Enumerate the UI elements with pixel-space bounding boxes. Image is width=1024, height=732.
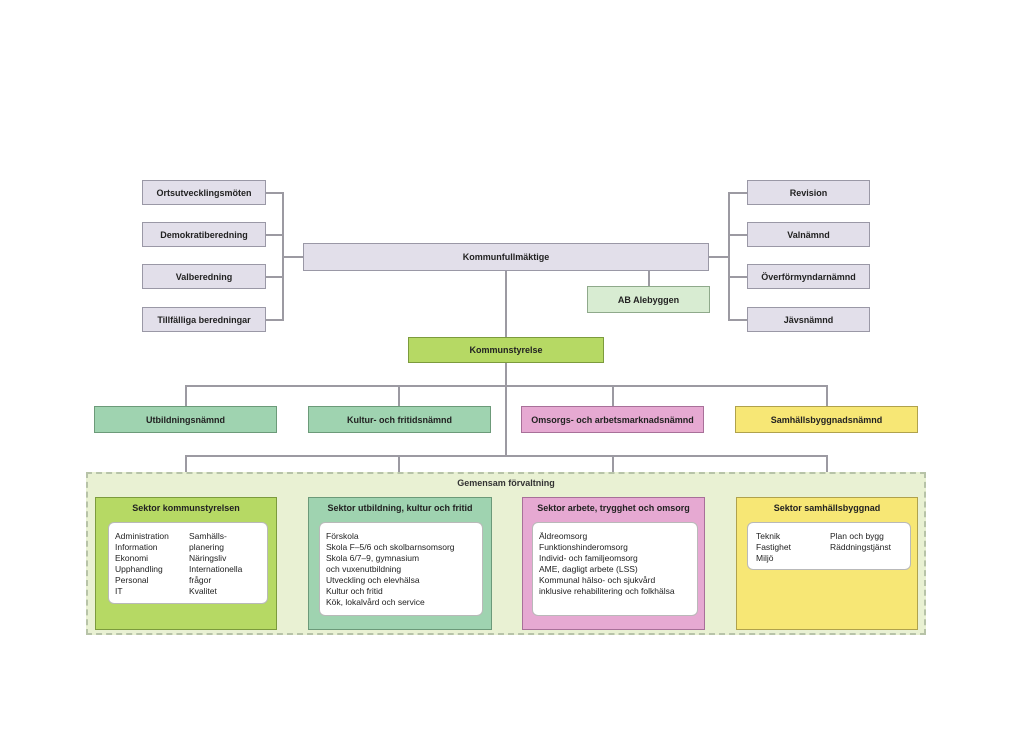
sector-title: Sektor arbete, trygghet och omsorg [537, 503, 690, 513]
sector-content: Teknik Fastighet Miljö Plan och bygg Räd… [747, 522, 911, 570]
connector [648, 270, 650, 287]
box-javsnamnd: Jävsnämnd [747, 307, 870, 332]
sector-title: Sektor kommunstyrelsen [132, 503, 240, 513]
connector [185, 455, 828, 457]
box-label: Samhällsbyggnadsnämnd [770, 414, 883, 425]
box-ab-alebyggen: AB Alebyggen [587, 286, 710, 313]
list-item: AME, dagligt arbete (LSS) [539, 564, 638, 574]
list-item: Näringsliv [189, 553, 227, 563]
connector [266, 234, 283, 236]
sector-title: Sektor samhällsbyggnad [773, 503, 881, 513]
connector [398, 385, 400, 406]
sector-column: Administration Information Ekonomi Uppha… [115, 531, 169, 597]
box-tillfalliga-beredningar: Tillfälliga beredningar [142, 307, 266, 332]
connector [266, 192, 283, 194]
box-omsorgs-och-arbetsmarknadsnamnd: Omsorgs- och arbetsmarknadsnämnd [521, 406, 704, 433]
sector-utbildning-kultur-fritid: Sektor utbildning, kultur och fritid För… [308, 497, 492, 630]
box-label: Kultur- och fritidsnämnd [347, 414, 452, 425]
list-item: Fastighet [756, 542, 791, 552]
box-label: Tillfälliga beredningar [157, 314, 251, 325]
connector [505, 362, 507, 386]
connector [282, 256, 304, 258]
list-item: IT [115, 586, 123, 596]
list-item: inklusive rehabilitering och folkhälsa [539, 586, 675, 596]
list-item: Kommunal hälso- och sjukvård [539, 575, 656, 585]
box-valnamnd: Valnämnd [747, 222, 870, 247]
list-item: Personal [115, 575, 149, 585]
list-item: Plan och bygg [830, 531, 884, 541]
list-item: Kök, lokalvård och service [326, 597, 425, 607]
list-item: Förskola [326, 531, 359, 541]
sector-arbete-trygghet-omsorg: Sektor arbete, trygghet och omsorg Äldre… [522, 497, 705, 630]
connector [729, 192, 747, 194]
sector-kommunstyrelsen: Sektor kommunstyrelsen Administration In… [95, 497, 277, 630]
sector-column: Förskola Skola F–5/6 och skolbarnsomsorg… [326, 531, 455, 608]
box-revision: Revision [747, 180, 870, 205]
box-kommunstyrelse: Kommunstyrelse [408, 337, 604, 363]
box-label: Omsorgs- och arbetsmarknadsnämnd [531, 414, 694, 425]
connector [266, 319, 283, 321]
connector [185, 385, 187, 406]
connector [612, 385, 614, 406]
list-item: Äldreomsorg [539, 531, 588, 541]
list-item: Information [115, 542, 158, 552]
box-kommunfullmaktige: Kommunfullmäktige [303, 243, 709, 271]
box-kultur-och-fritidsnamnd: Kultur- och fritidsnämnd [308, 406, 491, 433]
box-utbildningsnamnd: Utbildningsnämnd [94, 406, 277, 433]
sector-column: Plan och bygg Räddningstjänst [830, 531, 891, 553]
list-item: Kultur och fritid [326, 586, 383, 596]
connector [729, 276, 747, 278]
connector [729, 234, 747, 236]
sector-title: Sektor utbildning, kultur och fritid [327, 503, 473, 513]
box-label: Överförmyndarnämnd [761, 271, 856, 282]
list-item: Upphandling [115, 564, 163, 574]
list-item: Skola F–5/6 och skolbarnsomsorg [326, 542, 455, 552]
list-item: Administration [115, 531, 169, 541]
box-label: Utbildningsnämnd [146, 414, 225, 425]
box-valberedning: Valberedning [142, 264, 266, 289]
sector-column: Teknik Fastighet Miljö [756, 531, 791, 564]
list-item: Räddningstjänst [830, 542, 891, 552]
list-item: Skola 6/7–9, gymnasium [326, 553, 420, 563]
list-item: Utveckling och elevhälsa [326, 575, 420, 585]
list-item: Miljö [756, 553, 774, 563]
box-label: Kommunfullmäktige [462, 252, 550, 262]
sector-column: Äldreomsorg Funktionshinderomsorg Indivi… [539, 531, 675, 597]
list-item: Samhälls- [189, 531, 227, 541]
box-demokratiberedning: Demokratiberedning [142, 222, 266, 247]
box-label: Kommunstyrelse [469, 345, 543, 355]
box-label: AB Alebyggen [617, 294, 680, 305]
sector-column: Samhälls- planering Näringsliv Internati… [189, 531, 242, 597]
connector [505, 270, 507, 338]
gemensam-forvaltning-title: Gemensam förvaltning [457, 478, 555, 488]
list-item: Individ- och familjeomsorg [539, 553, 638, 563]
connector [505, 386, 507, 456]
list-item: frågor [189, 575, 212, 585]
sector-content: Äldreomsorg Funktionshinderomsorg Indivi… [532, 522, 698, 616]
box-ortsutvecklingsmoten: Ortsutvecklingsmöten [142, 180, 266, 205]
box-overformyndarnamnd: Överförmyndarnämnd [747, 264, 870, 289]
box-label: Valberedning [175, 271, 233, 282]
box-label: Ortsutvecklingsmöten [156, 187, 252, 198]
box-label: Jävsnämnd [783, 314, 834, 325]
box-label: Demokratiberedning [160, 229, 248, 240]
box-label: Valnämnd [787, 229, 830, 240]
list-item: Internationella [189, 564, 243, 574]
sector-samhallsbyggnad: Sektor samhällsbyggnad Teknik Fastighet … [736, 497, 918, 630]
list-item: Funktionshinderomsorg [539, 542, 628, 552]
connector [266, 276, 283, 278]
connector [708, 256, 730, 258]
list-item: Kvalitet [189, 586, 217, 596]
sector-content: Administration Information Ekonomi Uppha… [108, 522, 268, 604]
list-item: Ekonomi [115, 553, 149, 563]
connector [826, 385, 828, 406]
list-item: planering [189, 542, 224, 552]
box-samhallsbyggnadsnamnd: Samhällsbyggnadsnämnd [735, 406, 918, 433]
sector-content: Förskola Skola F–5/6 och skolbarnsomsorg… [319, 522, 483, 616]
box-label: Revision [789, 187, 828, 198]
list-item: Teknik [756, 531, 781, 541]
list-item: och vuxenutbildning [326, 564, 402, 574]
connector [729, 319, 747, 321]
